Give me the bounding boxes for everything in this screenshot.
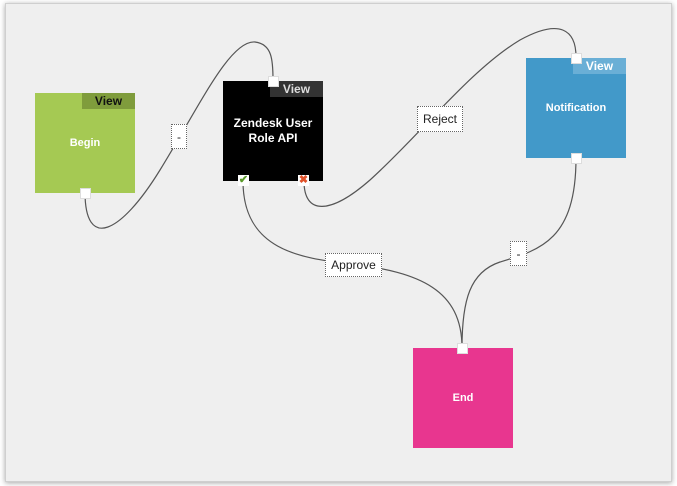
view-button[interactable]: View xyxy=(82,93,135,109)
connector-notification-end[interactable] xyxy=(461,157,577,349)
output-port[interactable] xyxy=(80,188,91,199)
approve-check-icon[interactable]: ✔ xyxy=(238,174,249,186)
connector-begin-zendesk[interactable] xyxy=(84,41,274,229)
connection-label-reject[interactable]: Reject xyxy=(417,106,463,132)
input-port[interactable] xyxy=(571,53,582,64)
node-zendesk-user-role-api[interactable]: View Zendesk User Role API ✔ ✖ xyxy=(223,76,323,186)
input-port[interactable] xyxy=(268,76,279,87)
node-title: Notification xyxy=(545,101,607,114)
node-title: Zendesk User Role API xyxy=(233,116,313,145)
reject-x-icon[interactable]: ✖ xyxy=(298,174,309,186)
output-port[interactable] xyxy=(571,153,582,164)
node-title: Begin xyxy=(69,136,101,149)
node-title: End xyxy=(452,391,474,404)
input-port[interactable] xyxy=(457,343,468,354)
view-button[interactable]: View xyxy=(270,81,323,97)
view-button[interactable]: View xyxy=(573,58,626,74)
connection-label-begin-zendesk[interactable]: - xyxy=(171,124,187,149)
connection-label-approve[interactable]: Approve xyxy=(325,253,382,277)
connection-label-notification-end[interactable]: - xyxy=(510,241,527,266)
node-begin[interactable]: View Begin xyxy=(35,93,135,199)
node-end[interactable]: End xyxy=(413,343,513,448)
node-notification[interactable]: View Notification xyxy=(526,53,626,164)
